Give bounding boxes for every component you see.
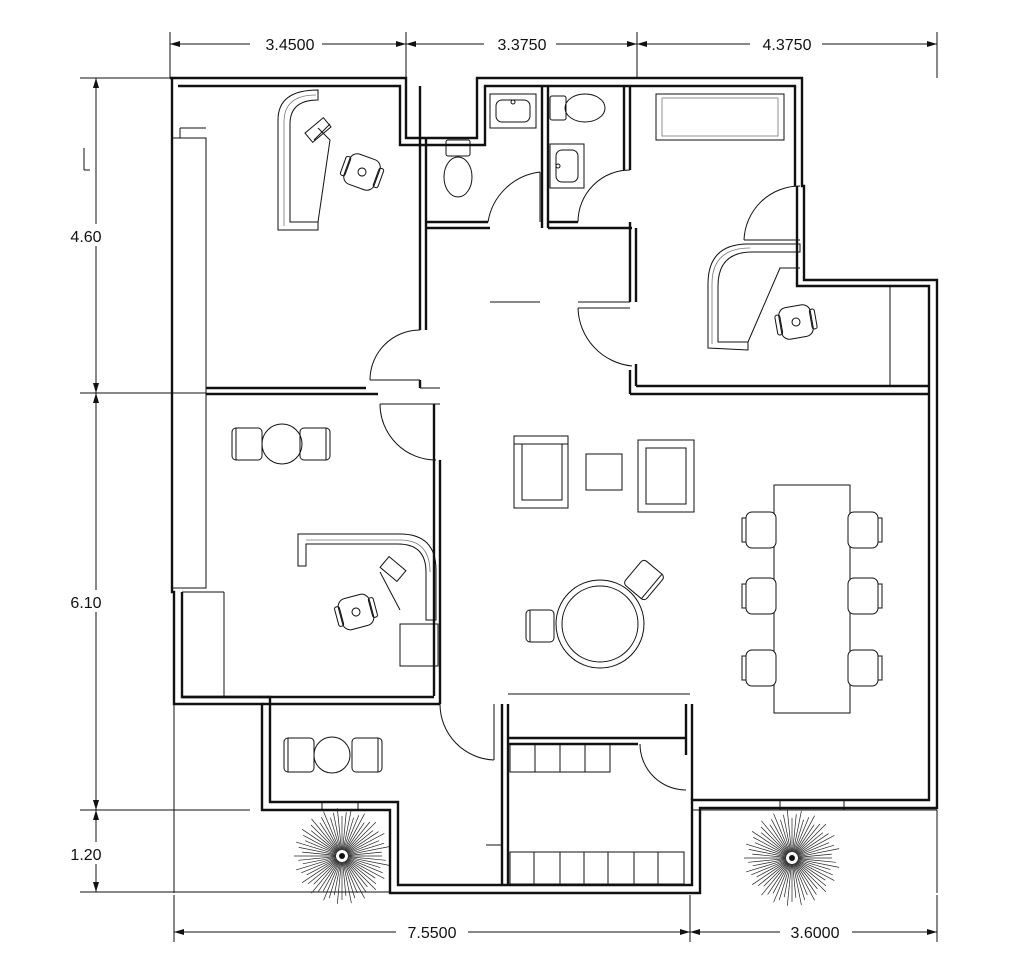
office-top-right	[655, 93, 818, 351]
armchair-icon	[637, 439, 695, 513]
office-middle-left	[231, 423, 439, 667]
walls	[170, 76, 939, 895]
toilet-icon	[443, 139, 473, 198]
conference-table	[741, 484, 883, 714]
dim-top-3: 4.3750	[763, 37, 812, 54]
laptop-icon	[304, 116, 332, 144]
plant-icon	[294, 808, 390, 904]
armchair-icon	[513, 435, 569, 509]
chair-icon	[339, 153, 385, 191]
round-table-icon	[231, 423, 331, 465]
lounge	[513, 435, 695, 513]
side-table	[585, 453, 623, 491]
restroom-fixtures	[443, 93, 606, 198]
dimension-labels: 3.4500 3.3750 4.3750 7.5500 3.6000 4.60 …	[66, 34, 852, 942]
toilet-icon	[549, 93, 606, 123]
chair-icon	[741, 511, 883, 687]
dim-left-3: 1.20	[70, 847, 101, 864]
dim-top-1: 3.4500	[266, 37, 315, 54]
round-table-bottom	[283, 736, 383, 774]
dim-left-1: 4.60	[70, 229, 101, 246]
chair-icon	[334, 593, 378, 631]
window-marks	[205, 260, 845, 810]
doors	[369, 169, 801, 791]
laptop-icon	[379, 555, 407, 583]
dim-bottom-2: 3.6000	[791, 925, 840, 942]
dim-left-2: 6.10	[70, 595, 101, 612]
plant-icon	[744, 810, 840, 906]
meeting-round-table	[525, 559, 664, 669]
sink-icon	[549, 143, 585, 189]
storage-shelves	[509, 743, 685, 885]
chair-icon	[774, 304, 818, 340]
office-top-left	[277, 89, 385, 231]
sink-icon	[489, 93, 537, 129]
dim-top-2: 3.3750	[498, 37, 547, 54]
dim-bottom-1: 7.5500	[408, 925, 457, 942]
